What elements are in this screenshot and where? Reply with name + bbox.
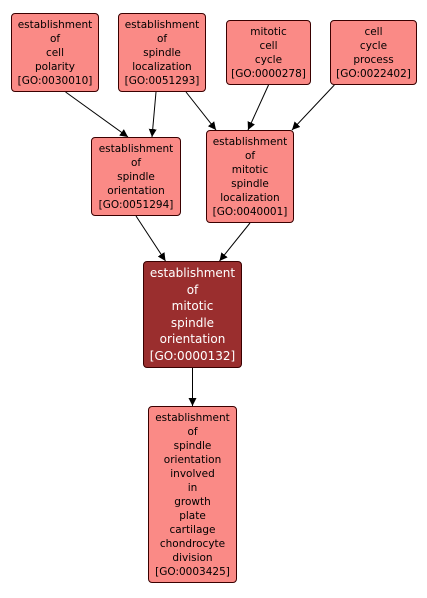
- node-label-line: of: [186, 282, 199, 297]
- node-label-line: plate: [179, 509, 206, 522]
- node-label-line: in: [187, 481, 198, 494]
- node-label-line: cell: [259, 39, 278, 52]
- node-go-0000132-focus[interactable]: establishment of mitotic spindle orientation…: [143, 261, 242, 368]
- node-label-line: of: [156, 32, 168, 45]
- node-label-line: process: [353, 53, 394, 66]
- node-label-line: localization: [220, 191, 280, 204]
- node-label-line: establishment: [98, 142, 174, 155]
- edge-arrow: [135, 215, 166, 262]
- node-label-line: localization: [132, 60, 192, 73]
- node-label-line: of: [187, 425, 198, 438]
- node-label-line: spindle: [173, 439, 212, 452]
- node-label-line: of: [130, 156, 142, 169]
- node-label-line: orientation: [107, 184, 165, 197]
- node-label-line: [GO:0022402]: [336, 67, 411, 80]
- node-label-line: establishment: [17, 18, 93, 31]
- node-label-line: establishment: [124, 18, 200, 31]
- node-label-line: establishment: [155, 411, 230, 424]
- node-label-line: mitotic: [231, 163, 269, 176]
- node-label-line: [GO:0000132]: [149, 348, 236, 363]
- edge-arrow: [185, 91, 217, 131]
- edge-arrow: [291, 84, 335, 131]
- node-label-line: [GO:0051293]: [124, 74, 200, 87]
- node-label-line: growth: [174, 495, 211, 508]
- node-label-line: of: [244, 149, 256, 162]
- node-label-line: division: [172, 551, 213, 564]
- node-label-line: [GO:0000278]: [231, 67, 306, 80]
- edge-arrow: [65, 91, 129, 138]
- node-label-line: establishment: [149, 266, 236, 280]
- node-label-line: [GO:0040001]: [212, 205, 288, 218]
- node-label-line: cycle: [254, 53, 283, 66]
- node-label-line: mitotic: [250, 25, 287, 38]
- edge-arrow: [219, 222, 251, 262]
- node-label-line: cell: [45, 46, 65, 59]
- node-label-line: of: [49, 32, 61, 45]
- node-label-line: [GO:0051294]: [98, 198, 174, 211]
- node-label-line: cell: [364, 25, 383, 38]
- node-label-line: [GO:0030010]: [17, 74, 93, 87]
- node-label-line: orientation: [163, 453, 222, 466]
- edge-arrow: [247, 84, 269, 131]
- node-label-line: spindle: [231, 177, 269, 190]
- node-label-line: spindle: [143, 46, 181, 59]
- node-label-line: orientation: [159, 332, 226, 346]
- node-label-line: [GO:0003425]: [155, 565, 230, 578]
- node-label-line: mitotic: [171, 299, 214, 313]
- node-label-line: spindle: [170, 315, 215, 330]
- node-label-line: chondrocyte: [159, 537, 226, 550]
- node-label-line: establishment: [212, 135, 288, 148]
- node-label-line: involved: [170, 467, 215, 480]
- node-label-line: cycle: [359, 39, 388, 52]
- node-label-line: cartilage: [169, 523, 216, 536]
- node-label-line: polarity: [34, 60, 75, 73]
- node-label-line: spindle: [117, 170, 155, 183]
- edge-arrow: [148, 91, 157, 138]
